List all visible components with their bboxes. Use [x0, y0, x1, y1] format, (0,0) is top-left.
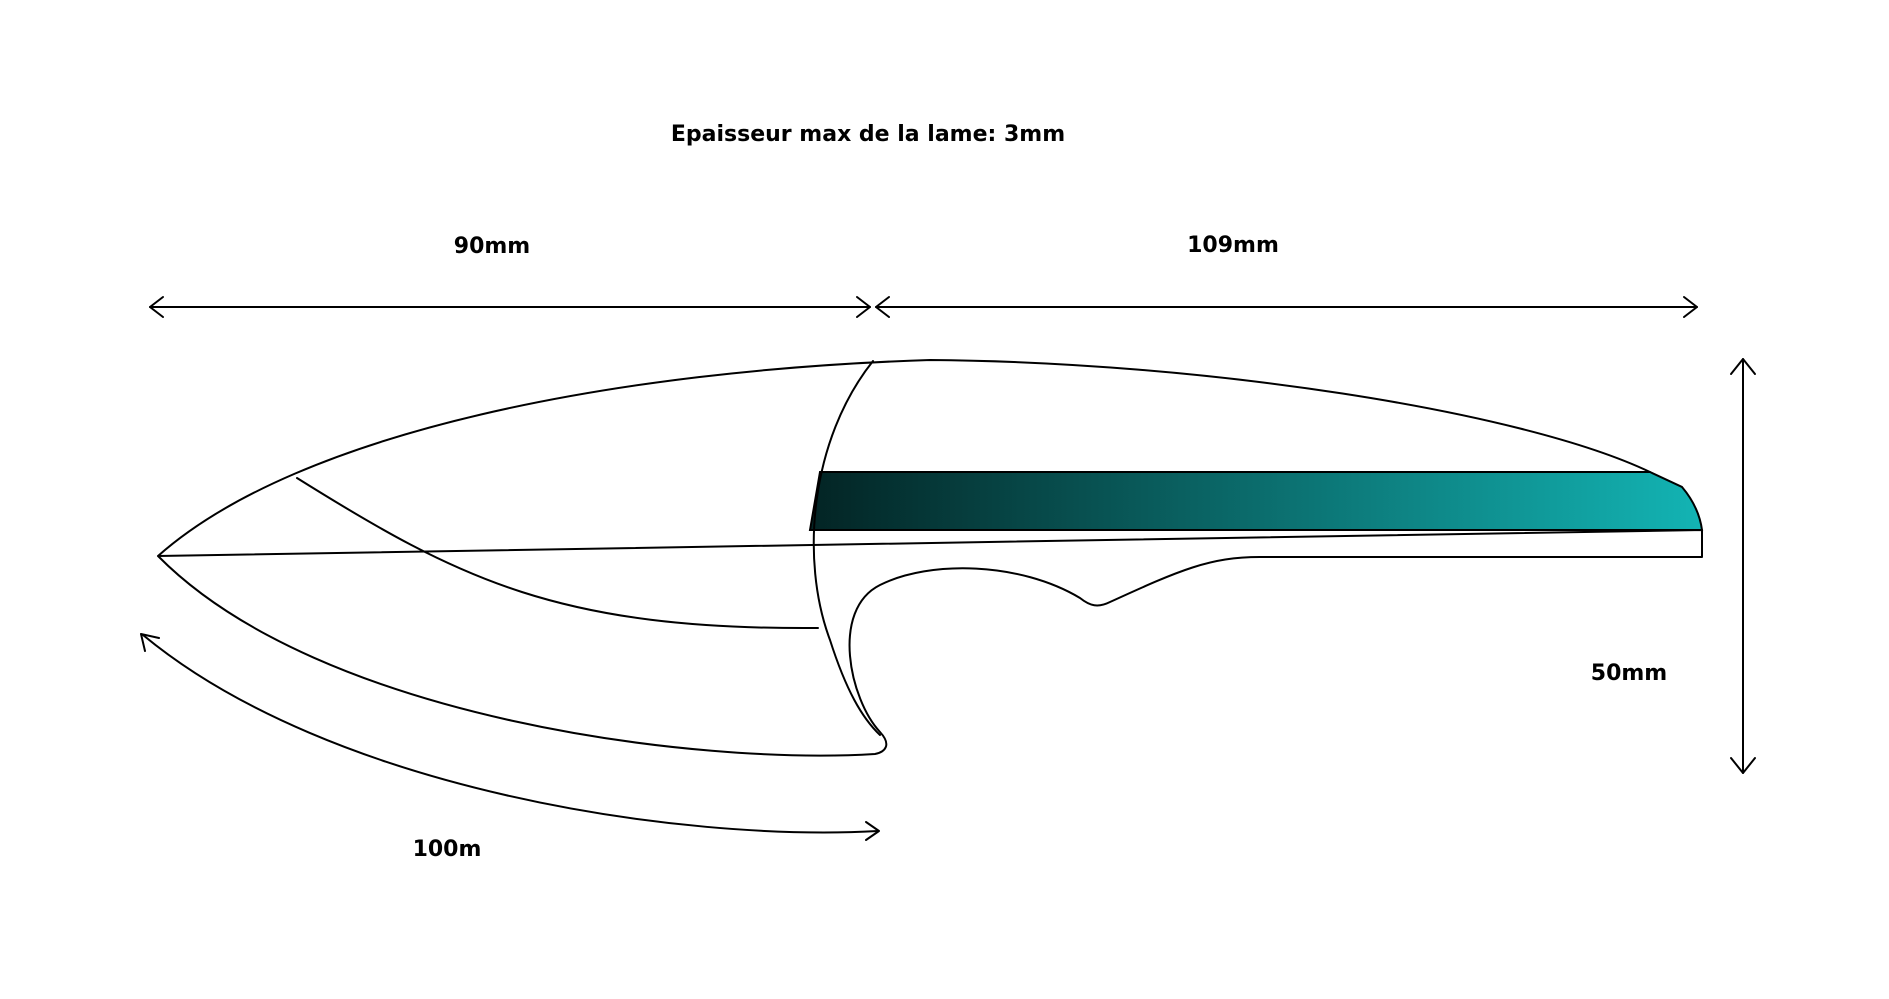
thickness-note: Epaisseur max de la lame: 3mm [671, 122, 1065, 147]
edge-length-label: 100m [413, 837, 482, 862]
knife-outline [157, 359, 1703, 757]
handle-length-arrow [875, 296, 1698, 318]
edge-length-arrow [140, 633, 880, 841]
handle-length-label: 109mm [1187, 233, 1279, 258]
blade-length-label: 90mm [454, 234, 530, 259]
grind-line [296, 477, 819, 630]
blade-length-arrow [149, 296, 871, 318]
handle-scale [808, 471, 1704, 531]
height-label: 50mm [1591, 661, 1667, 686]
height-arrow [1730, 358, 1756, 774]
bolster-line [812, 360, 881, 736]
